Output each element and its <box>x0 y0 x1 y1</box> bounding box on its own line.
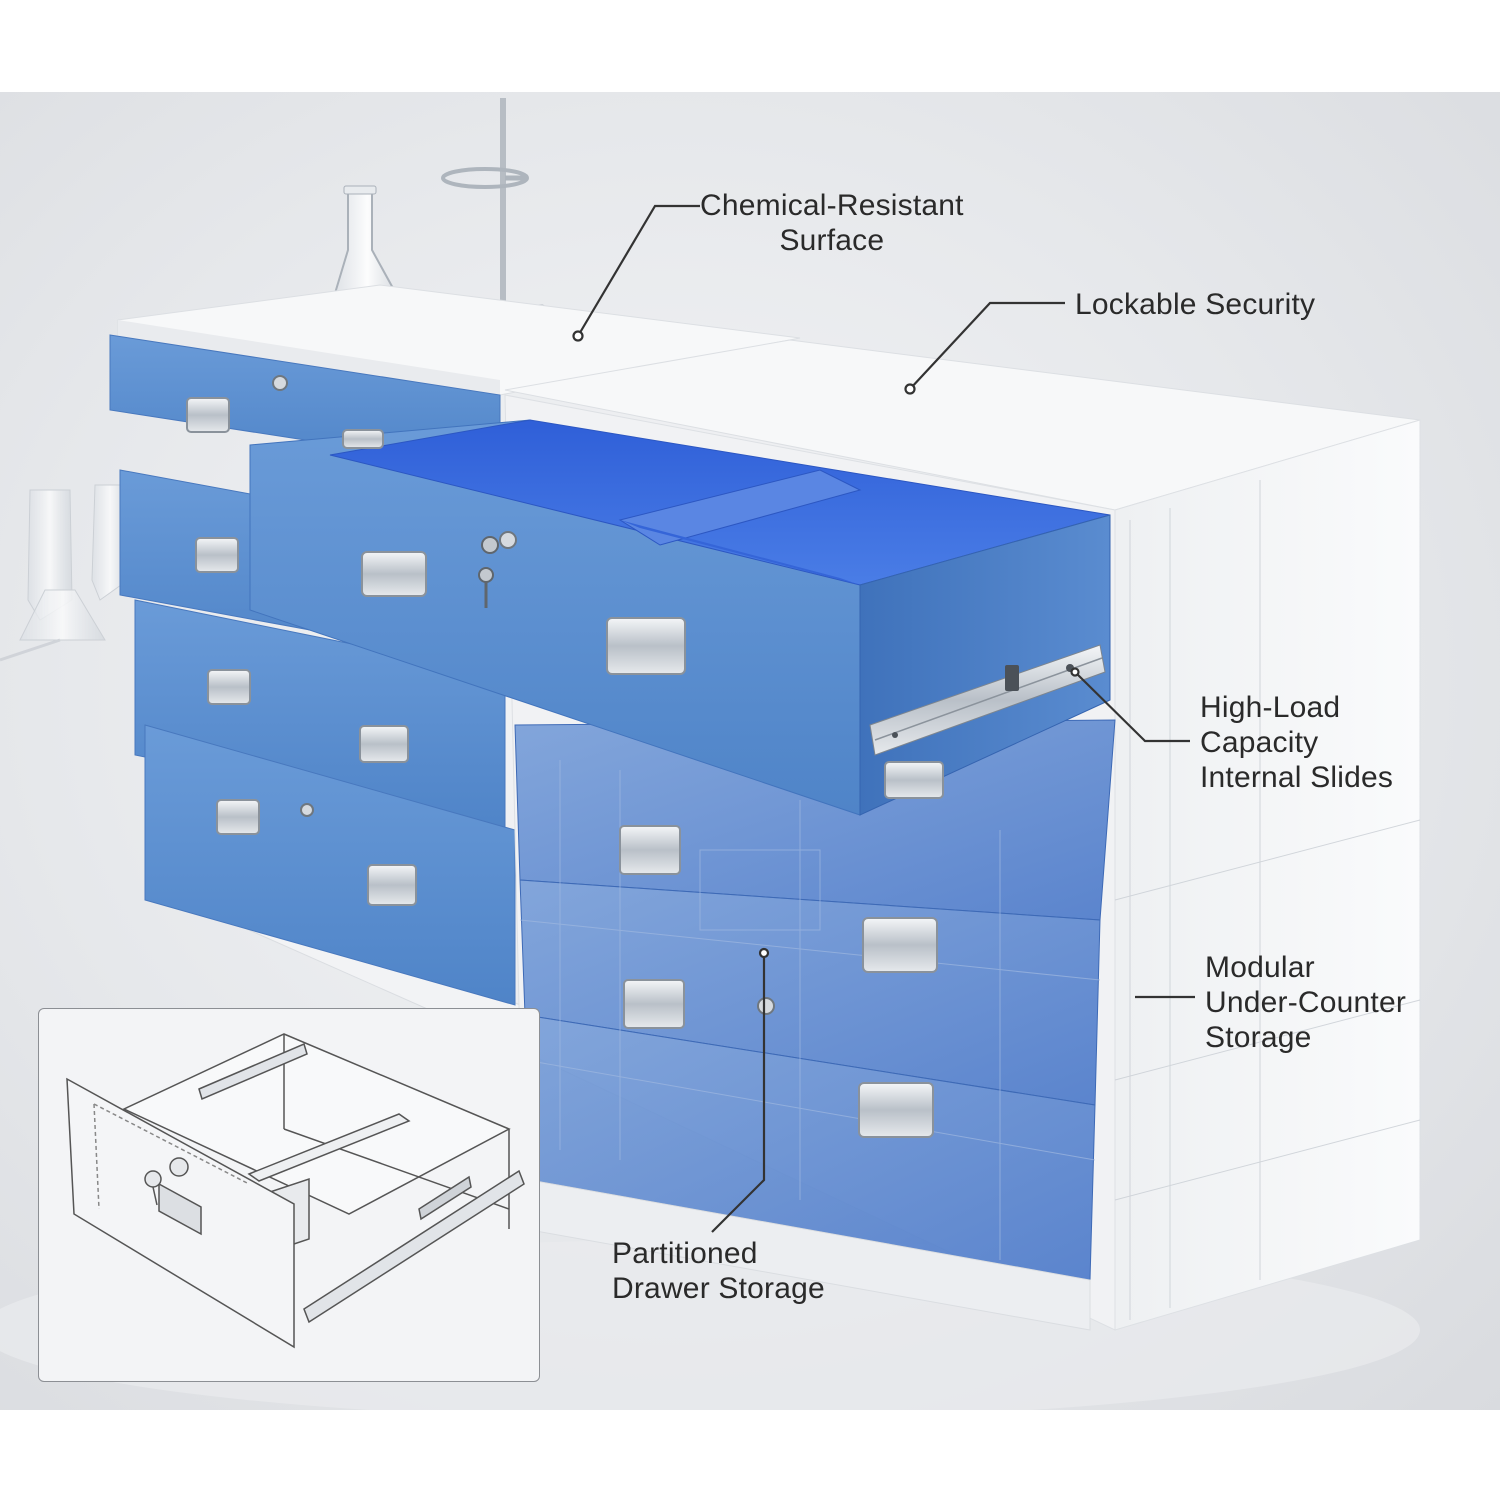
callout-text: Modular <box>1205 951 1315 984</box>
drawer-handle-icon <box>186 397 944 1138</box>
callout-high-load-slides: High-Load Capacity Internal Slides <box>1200 690 1393 795</box>
callout-text: Lockable Security <box>1075 288 1316 321</box>
drawer-schematic-inset <box>38 1008 540 1382</box>
callout-text: Internal Slides <box>1200 761 1394 794</box>
callout-text: Storage <box>1205 1021 1312 1054</box>
drawer-schematic <box>66 1033 525 1349</box>
callout-text: High-Load <box>1200 691 1341 724</box>
callout-text: Drawer Storage <box>612 1272 825 1305</box>
flask-icon <box>328 185 407 311</box>
callout-chemical-resistant-surface: Chemical-Resistant Surface <box>700 188 964 258</box>
open-drawer <box>249 419 1111 816</box>
callout-text: Surface <box>779 224 885 257</box>
callout-leader-lines <box>572 204 1195 1233</box>
callout-text: Capacity <box>1200 726 1319 759</box>
callout-partitioned-storage: Partitioned Drawer Storage <box>612 1236 825 1306</box>
callout-lockable-security: Lockable Security <box>1075 287 1315 322</box>
key-icon <box>478 536 499 608</box>
callout-text: Partitioned <box>612 1237 758 1270</box>
callout-modular-storage: Modular Under-Counter Storage <box>1205 950 1406 1055</box>
ring-stand-icon <box>429 98 546 326</box>
callout-text: Under-Counter <box>1205 986 1407 1019</box>
lock-icon <box>272 375 775 1015</box>
background-glassware <box>0 484 129 662</box>
cabinet-scene <box>0 98 1421 1410</box>
slide-rail-icon <box>869 644 1106 756</box>
callout-text: Chemical-Resistant <box>700 189 964 222</box>
